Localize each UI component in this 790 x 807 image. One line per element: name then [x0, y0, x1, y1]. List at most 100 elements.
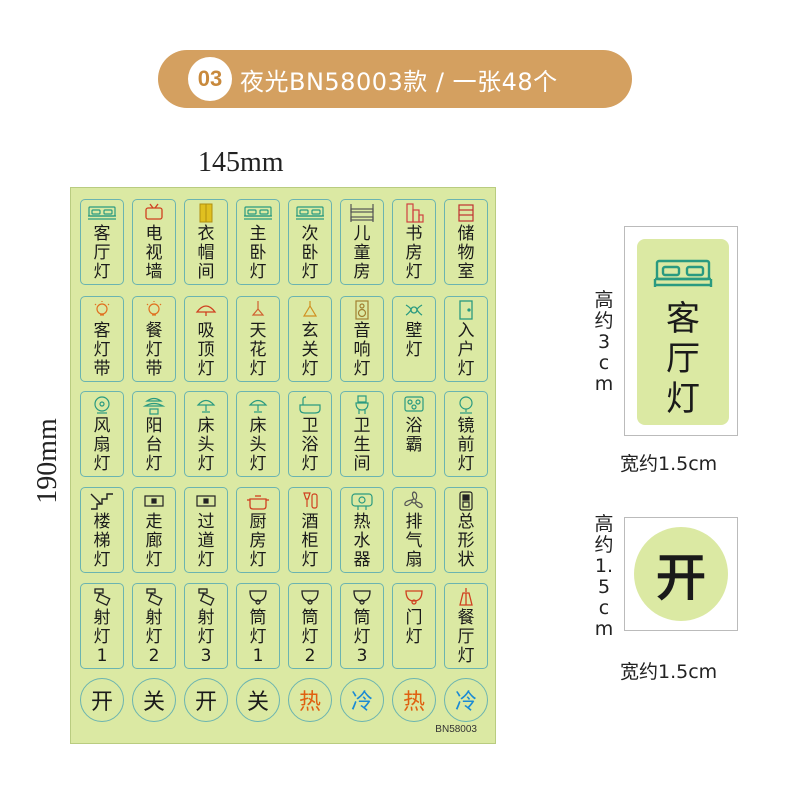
sticker-label: 餐厅灯 — [444, 583, 488, 669]
sticker-text: 卫浴灯 — [301, 416, 319, 474]
sticker-label: 入户灯 — [444, 296, 488, 382]
sticker-text: 卫生间 — [353, 416, 371, 474]
sticker-text: 风扇灯 — [93, 416, 111, 474]
stairs-icon — [87, 491, 117, 511]
round-sticker: 冷 — [340, 678, 384, 722]
bulb-icon — [139, 300, 169, 320]
plant-icon — [139, 395, 169, 415]
sticker-label: 储物室 — [444, 199, 488, 285]
sticker-label: 射灯2 — [132, 583, 176, 669]
sticker-label: 厨房灯 — [236, 487, 280, 573]
sticker-label: 排气扇 — [392, 487, 436, 573]
wall-lamp-icon — [399, 300, 429, 320]
sample-rect-sticker: 客厅灯 — [624, 226, 738, 436]
sticker-label: 玄关灯 — [288, 296, 332, 382]
sticker-text: 排气扇 — [405, 512, 423, 570]
bathtub-icon — [295, 395, 325, 415]
sticker-text: 浴 霸 — [405, 416, 423, 455]
sticker-label: 餐灯带 — [132, 296, 176, 382]
sticker-label: 阳台灯 — [132, 391, 176, 477]
sticker-label: 筒灯3 — [340, 583, 384, 669]
mirror-icon — [451, 395, 481, 415]
round-sticker: 冷 — [444, 678, 488, 722]
sticker-label: 门 灯 — [392, 583, 436, 669]
sticker-label: 楼梯灯 — [80, 487, 124, 573]
sticker-label: 次卧灯 — [288, 199, 332, 285]
sticker-text: 次卧灯 — [301, 224, 319, 282]
sticker-text: 床头灯 — [249, 416, 267, 474]
height-dimension: 190mm — [32, 418, 63, 504]
sticker-text: 热水器 — [353, 512, 371, 570]
sticker-text: 吸顶灯 — [197, 321, 215, 379]
sticker-text: 阳台灯 — [145, 416, 163, 474]
round-sticker: 关 — [236, 678, 280, 722]
bulb-icon — [87, 300, 117, 320]
sticker-text: 厨房灯 — [249, 512, 267, 570]
square-height-label: 高约1.5cm — [594, 513, 614, 640]
banner-badge: 03 — [188, 57, 232, 101]
sticker-label: 筒灯2 — [288, 583, 332, 669]
wine-icon — [295, 491, 325, 511]
sticker-label: 天花灯 — [236, 296, 280, 382]
sticker-text: 客灯带 — [93, 321, 111, 379]
sticker-text: 儿童房 — [353, 224, 371, 282]
bookshelf-icon — [399, 203, 429, 223]
sticker-text: 主卧灯 — [249, 224, 267, 282]
sample-round-sticker: 开 — [624, 517, 738, 631]
sticker-label: 镜前灯 — [444, 391, 488, 477]
sticker-text: 书房灯 — [405, 224, 423, 282]
sticker-text: 射灯3 — [197, 608, 215, 666]
sticker-text: 餐厅灯 — [457, 608, 475, 666]
corridor-icon — [191, 491, 221, 511]
sticker-label: 客灯带 — [80, 296, 124, 382]
downlight-icon — [243, 587, 273, 607]
sample-round-label: 开 — [634, 527, 728, 621]
sticker-text: 筒灯2 — [301, 608, 319, 666]
sticker-text: 储物室 — [457, 224, 475, 282]
chandelier-icon — [451, 587, 481, 607]
sticker-label: 总形状 — [444, 487, 488, 573]
title-banner: 03 夜光BN58003款 / 一张48个 — [158, 50, 632, 108]
sample-rect-label: 客厅灯 — [666, 299, 700, 419]
spotlight-icon — [139, 587, 169, 607]
sticker-label: 酒柜灯 — [288, 487, 332, 573]
spotlight-icon — [87, 587, 117, 607]
sticker-label: 客厅灯 — [80, 199, 124, 285]
wardrobe-icon — [191, 203, 221, 223]
sticker-text: 过道灯 — [197, 512, 215, 570]
round-sticker: 热 — [392, 678, 436, 722]
sticker-text: 入户灯 — [457, 321, 475, 379]
sticker-label: 射灯3 — [184, 583, 228, 669]
door-icon — [451, 300, 481, 320]
spotlight-icon — [191, 587, 221, 607]
sticker-label: 热水器 — [340, 487, 384, 573]
sticker-text: 衣帽间 — [197, 224, 215, 282]
sticker-label: 吸顶灯 — [184, 296, 228, 382]
table-lamp-icon — [191, 395, 221, 415]
round-sticker: 开 — [184, 678, 228, 722]
corridor-icon — [139, 491, 169, 511]
sticker-label: 风扇灯 — [80, 391, 124, 477]
sticker-label: 浴 霸 — [392, 391, 436, 477]
sticker-label: 卫浴灯 — [288, 391, 332, 477]
sticker-text: 电视墙 — [145, 224, 163, 282]
rect-width-label: 宽约1.5cm — [620, 453, 718, 475]
sticker-text: 楼梯灯 — [93, 512, 111, 570]
sticker-text: 天花灯 — [249, 321, 267, 379]
sticker-label: 卫生间 — [340, 391, 384, 477]
sticker-sheet: BN58003 客厅灯电视墙衣帽间主卧灯次卧灯儿童房书房灯储物室客灯带餐灯带吸顶… — [70, 187, 496, 744]
rect-height-label: 高约3cm — [594, 289, 614, 395]
door-lamp-icon — [399, 587, 429, 607]
table-lamp-icon — [243, 395, 273, 415]
sticker-text: 筒灯3 — [353, 608, 371, 666]
sticker-text: 客厅灯 — [93, 224, 111, 282]
pendant-lamp-icon — [243, 300, 273, 320]
bed-icon — [645, 239, 721, 297]
heater-icon — [399, 395, 429, 415]
round-sticker: 热 — [288, 678, 332, 722]
sticker-label: 射灯1 — [80, 583, 124, 669]
sticker-label: 床头灯 — [236, 391, 280, 477]
switch-icon — [451, 491, 481, 511]
tv-icon — [139, 203, 169, 223]
fan-icon — [87, 395, 117, 415]
